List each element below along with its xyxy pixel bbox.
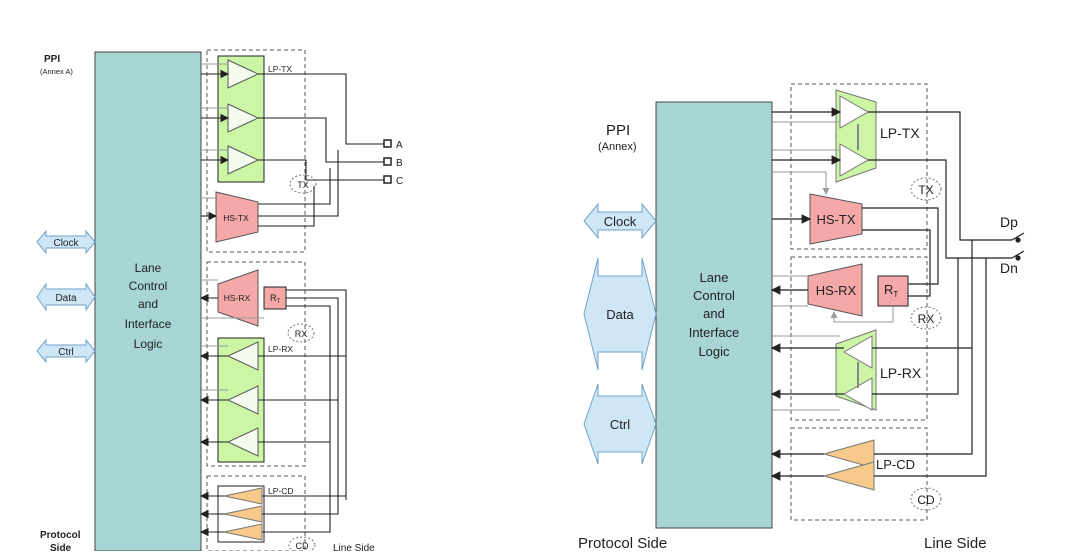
left-clock-arrow [36,229,96,255]
right-rt-label: RT [884,282,898,299]
right-ppi-label: PPI [606,122,630,139]
left-wiring [199,69,384,537]
left-rx-group [206,261,306,467]
left-lp-cd-label: LP-CD [268,486,294,496]
right-cd-oval-label: CD [917,493,935,507]
left-lp-tx-label: LP-TX [268,64,292,74]
right-lp-rx-label: LP-RX [880,365,922,381]
right-lp-rx-buffer-1 [842,335,873,369]
left-tx-group [206,49,306,253]
right-data-arrow [583,257,657,371]
right-hs-tx-block [809,193,863,245]
left-protocol-side-1: Protocol [40,530,81,541]
right-line-side: Line Side [924,535,987,551]
left-rx-oval-label: RX [295,329,308,339]
right-hs-rx-label: HS-RX [816,283,857,298]
right-core-line-1: Lane [700,270,729,285]
right-data-label: Data [606,307,634,322]
right-ctrl-arrow [583,383,657,465]
right-cd-oval [910,487,942,511]
left-ctrl-label: Ctrl [58,347,74,358]
left-tx-oval [289,174,317,194]
left-ppi-label: PPI [44,54,60,65]
right-cd-group [790,427,928,521]
right-protocol-side: Protocol Side [578,535,667,551]
left-core-line-2: Control [129,279,168,293]
left-core-line-1: Lane [135,261,162,275]
right-rx-oval-label: RX [918,312,935,326]
right-core-block [655,101,773,529]
left-pin-c-label: C [396,176,403,187]
left-hs-tx-block [215,191,259,243]
left-diagram: Lane Control and Interface Logic PPI (An… [36,49,403,554]
right-rx-oval [910,306,942,330]
right-tx-oval-label: TX [918,183,933,197]
left-rx-oval [287,323,315,343]
right-pin-switches [1011,232,1025,261]
left-core-line-5: Logic [134,337,163,351]
left-protocol-side-2: Side [50,543,72,551]
left-hs-rx-label: HS-RX [224,293,251,303]
left-tx-oval-label: TX [297,180,309,190]
right-lp-cd-label: LP-CD [876,457,915,472]
right-ctrl-label: Ctrl [610,417,630,432]
right-rx-group [790,256,928,421]
left-rt-label: RT [270,293,281,305]
left-ctrl-arrow [36,338,96,364]
right-core-line-2: Control [693,288,735,303]
left-pin-c-marker [383,175,392,184]
left-lp-rx-label: LP-RX [268,344,293,354]
left-gray-wiring [201,63,264,391]
right-diagram: Lane Control and Interface Logic PPI (An… [578,83,1025,552]
right-wiring [770,107,1012,481]
right-gray-wiring [772,121,894,411]
left-hs-tx-label: HS-TX [223,213,249,223]
left-cd-oval-label: CD [296,541,309,551]
right-pin-dp-label: Dp [1000,214,1018,230]
left-line-side: Line Side [333,543,375,551]
left-hs-rx-block [217,269,259,327]
left-pin-a-marker [383,139,392,148]
right-tx-group [790,83,928,250]
left-data-arrow [36,282,96,312]
left-core-line-4: Interface [125,317,172,331]
left-core-line-3: and [138,297,158,311]
left-pin-b-marker [383,157,392,166]
right-hs-rx-block [807,263,863,317]
left-clock-label: Clock [53,238,79,249]
left-pin-b-label: B [396,158,403,169]
right-hs-tx-label: HS-TX [817,212,856,227]
right-lp-cd-buffer-2 [822,461,875,491]
left-pin-a-label: A [396,140,403,151]
right-lp-tx-label: LP-TX [880,125,920,141]
right-core-line-5: Logic [698,344,730,359]
right-pin-dn-label: Dn [1000,260,1018,276]
right-core-line-4: Interface [689,325,740,340]
right-ppi-sub: (Annex) [598,141,637,153]
right-clock-label: Clock [604,214,637,229]
left-data-label: Data [55,293,77,304]
left-core-block [94,51,202,552]
left-ppi-sub: (Annex A) [40,67,73,76]
right-tx-oval [910,177,942,201]
right-rt-block [877,275,909,307]
right-clock-arrow [583,202,657,240]
right-core-line-3: and [703,306,725,321]
